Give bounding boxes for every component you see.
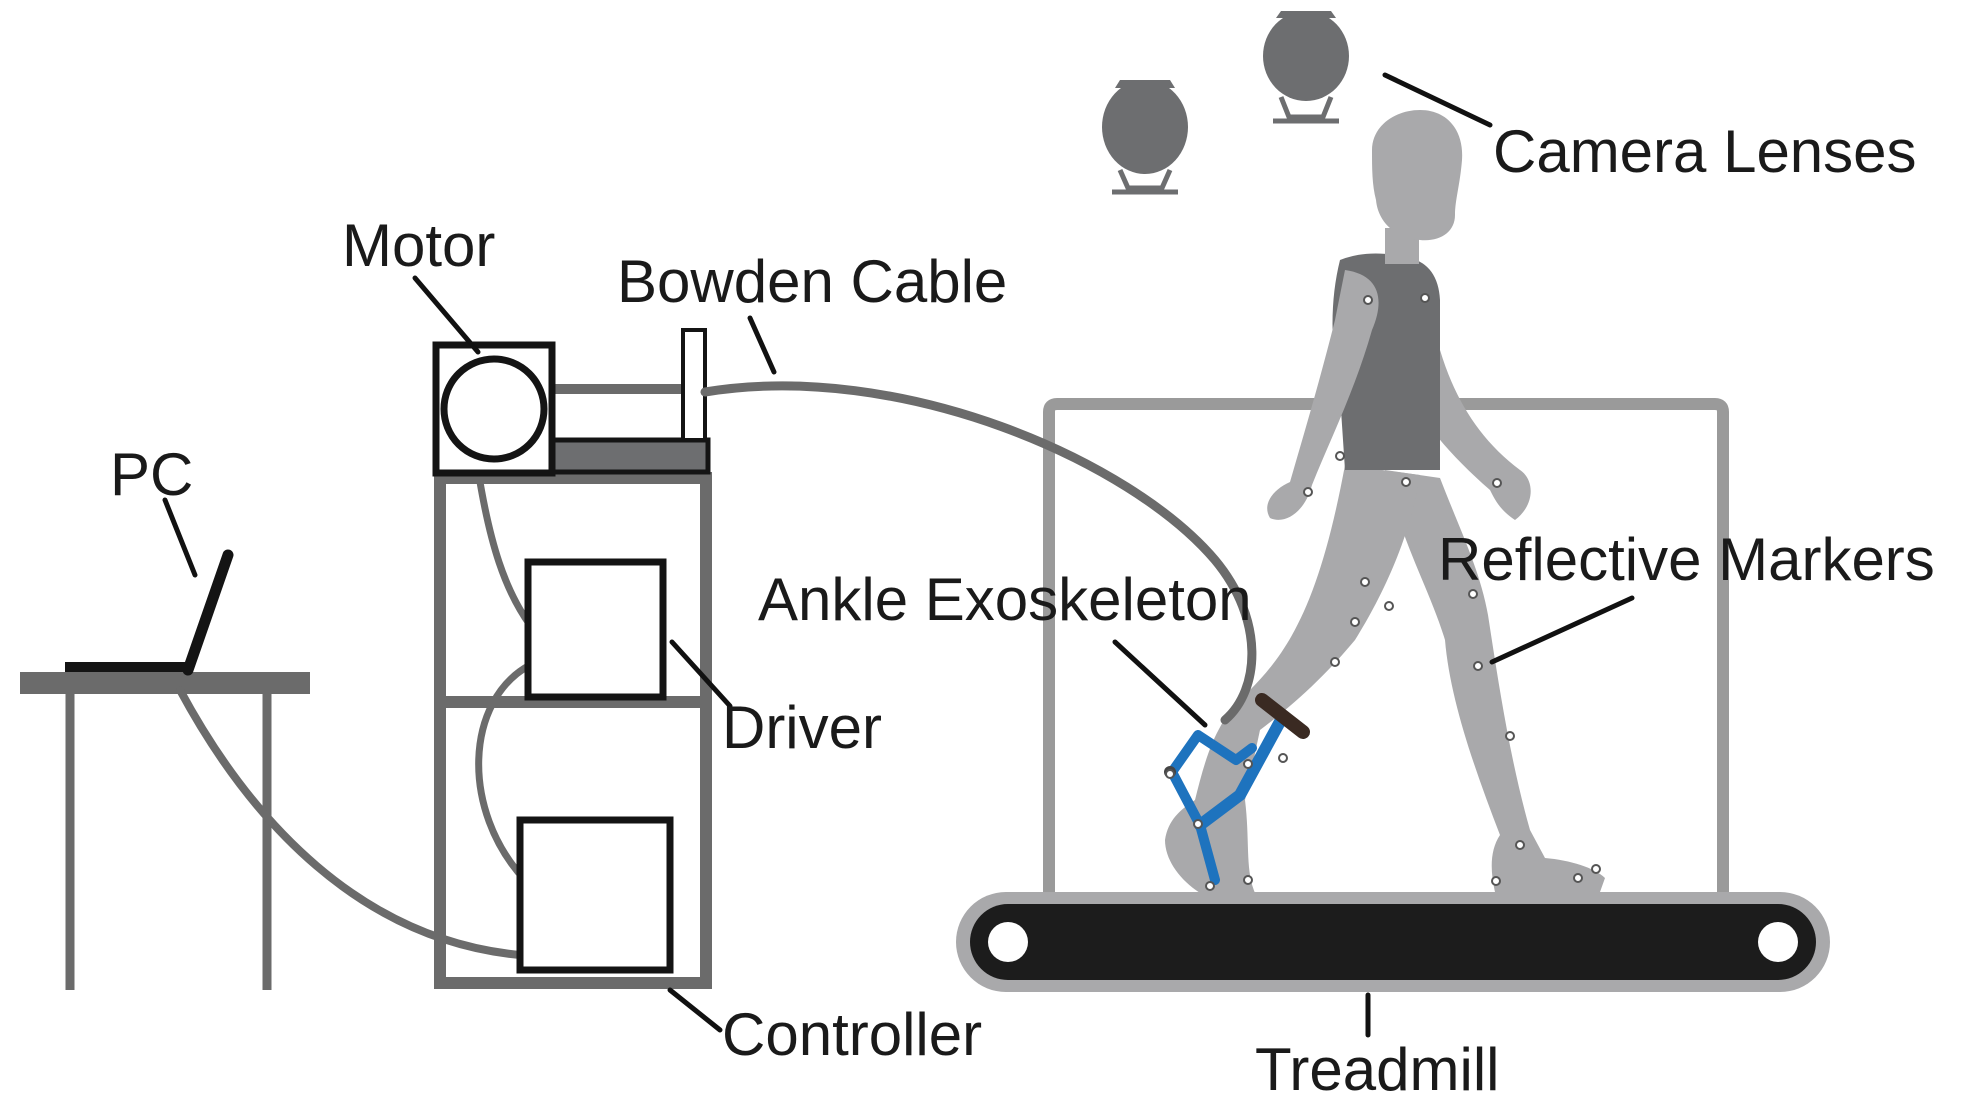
treadmill-label: Treadmill xyxy=(1255,1036,1499,1103)
driver-controller-cable xyxy=(475,661,534,884)
reflective-marker xyxy=(1468,589,1478,599)
bowden-cable-leader xyxy=(747,315,777,375)
motor-label: Motor xyxy=(342,212,495,279)
pc-leader xyxy=(162,497,198,578)
pc-controller-cable xyxy=(176,686,524,959)
treadmill-roller-left xyxy=(988,922,1028,962)
laptop-screen xyxy=(182,549,234,676)
left-leg xyxy=(1165,465,1420,893)
left-arm xyxy=(1267,270,1379,520)
camera-lens-body xyxy=(1102,80,1188,174)
pc-workstation xyxy=(20,549,310,990)
controller-leader xyxy=(667,987,723,1033)
reflective-marker xyxy=(1401,477,1411,487)
reflective-marker xyxy=(1303,487,1313,497)
camera-stand xyxy=(1112,168,1178,195)
reflective-markers-leader xyxy=(1489,595,1635,665)
reflective-marker xyxy=(1205,881,1215,891)
controller-label: Controller xyxy=(722,1001,982,1068)
reflective-marker xyxy=(1384,601,1394,611)
reflective-marker xyxy=(1491,876,1501,886)
laptop-base xyxy=(65,662,190,672)
motor-gearbox xyxy=(549,437,711,475)
motor-driver-cable xyxy=(474,466,534,629)
human-subject xyxy=(1165,110,1605,893)
camera-lens-body xyxy=(1263,11,1349,101)
camera-right xyxy=(1263,11,1349,124)
reflective-marker xyxy=(1515,840,1525,850)
rack-frame xyxy=(434,472,712,989)
camera-lenses-leader xyxy=(1382,72,1493,128)
motor-leader xyxy=(412,275,481,355)
driver-label: Driver xyxy=(722,694,882,761)
head xyxy=(1372,110,1463,241)
camera-stand xyxy=(1273,96,1339,124)
ankle-exoskeleton xyxy=(1164,693,1310,885)
reflective-marker xyxy=(1243,759,1253,769)
cable-mount-post xyxy=(681,328,707,442)
pc-label: PC xyxy=(110,441,193,508)
treadmill-belt xyxy=(970,904,1816,980)
ankle-exoskeleton-leader xyxy=(1112,639,1208,728)
motor-rotor xyxy=(440,355,548,463)
bowden-cable-label: Bowden Cable xyxy=(617,248,1007,315)
reflective-marker xyxy=(1330,657,1340,667)
treadmill-roller-right xyxy=(1758,922,1798,962)
controller-box xyxy=(516,816,674,974)
reflective-marker xyxy=(1492,478,1502,488)
reflective-marker xyxy=(1473,661,1483,671)
reflective-marker xyxy=(1350,617,1360,627)
reflective-marker xyxy=(1335,451,1345,461)
bowden-cable xyxy=(700,381,1257,725)
reflective-marker xyxy=(1363,295,1373,305)
reflective-marker xyxy=(1243,875,1253,885)
reflective-marker xyxy=(1360,577,1370,587)
reflective-marker xyxy=(1505,731,1515,741)
reflective-marker xyxy=(1278,753,1288,763)
exo-strut xyxy=(1194,712,1288,831)
reflective-marker xyxy=(1165,769,1175,779)
driver-leader xyxy=(669,639,733,709)
camera-lenses-label: Camera Lenses xyxy=(1493,118,1917,185)
controller-rack xyxy=(432,328,712,989)
ankle-exoskeleton-label: Ankle Exoskeleton xyxy=(758,566,1252,633)
reflective-marker xyxy=(1573,873,1583,883)
reflective-marker xyxy=(1193,819,1203,829)
right-leg xyxy=(1385,470,1605,892)
pc-table-top xyxy=(20,672,310,694)
reflective-markers xyxy=(1165,293,1601,891)
camera-hood xyxy=(1115,80,1175,88)
reflective-markers-label: Reflective Markers xyxy=(1438,526,1935,593)
exo-cuff xyxy=(1255,693,1310,739)
camera-hood xyxy=(1276,11,1336,18)
reflective-marker xyxy=(1420,293,1430,303)
motor-rail xyxy=(552,384,700,394)
camera-left xyxy=(1102,80,1188,195)
reflective-marker xyxy=(1591,864,1601,874)
driver-box xyxy=(524,558,667,701)
